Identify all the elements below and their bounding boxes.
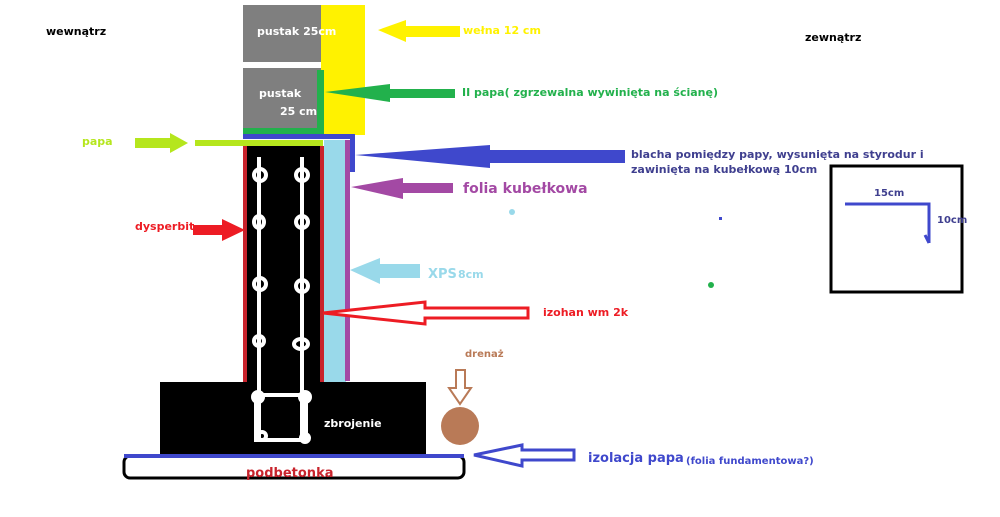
flashing-detail-profile [845, 202, 931, 244]
wool-layer [321, 5, 365, 135]
dysperbit-left [243, 146, 247, 382]
wool-arrow [378, 20, 460, 42]
label-block-bottom-1: pustak [259, 87, 302, 100]
label-inside: wewnątrz [46, 25, 106, 38]
drain-pipe [441, 407, 479, 445]
label-izohan: izohan wm 2k [543, 306, 629, 319]
flashing-arrow [355, 145, 625, 168]
label-foundation-insulation-note: (folia fundamentowa?) [686, 456, 814, 467]
label-wool: wełna 12 cm [463, 24, 541, 37]
label-dimple: folia kubełkowa [463, 181, 588, 197]
rebar-cage [251, 380, 312, 444]
label-xps-thickness: 8cm [458, 268, 484, 281]
label-detail-width: 15cm [874, 188, 904, 199]
dysperbit-arrow [193, 219, 245, 241]
izohan-right [320, 146, 324, 382]
label-reinforcement: zbrojenie [324, 417, 382, 430]
dimple-membrane [345, 140, 350, 381]
label-block-top: pustak 25cm [257, 25, 336, 38]
izohan-arrow [322, 300, 530, 326]
label-detail-height: 10cm [937, 215, 967, 226]
dimple-arrow [351, 178, 453, 199]
footing [160, 382, 426, 455]
label-membrane: papa [82, 135, 113, 148]
label-second-membrane: II papa( zgrzewalna wywinięta na ścianę) [462, 86, 718, 99]
stray-dot-green [708, 282, 714, 288]
stray-dot-dark [719, 217, 722, 220]
label-block-bottom-2: 25 cm [280, 105, 317, 118]
membrane-arrow [135, 133, 188, 153]
label-foundation-insulation: izolacja papa [588, 451, 684, 466]
foundation-insulation-arrow [473, 443, 576, 468]
drain-arrow [447, 369, 473, 406]
label-outside: zewnątrz [805, 31, 861, 44]
label-dysperbit: dysperbit [135, 220, 194, 233]
block-bottom [243, 68, 323, 130]
label-drainage: drenaż [465, 349, 504, 360]
block-top [243, 5, 323, 62]
label-flashing-1: blacha pomiędzy papy, wysunięta na styro… [631, 148, 924, 161]
flashing [243, 134, 355, 172]
flashing-detail-box [829, 164, 964, 294]
foundation-insulation [124, 454, 464, 458]
second-membrane-arrow [325, 84, 455, 102]
xps-arrow [350, 258, 420, 284]
xps-layer [324, 140, 346, 382]
stray-dot-blue [509, 209, 515, 215]
label-flashing-2: zawinięta na kubełkową 10cm [631, 163, 817, 176]
membrane-strip [195, 140, 323, 146]
label-xps: XPS [428, 267, 457, 282]
label-lean-concrete: podbetonka [246, 466, 333, 481]
